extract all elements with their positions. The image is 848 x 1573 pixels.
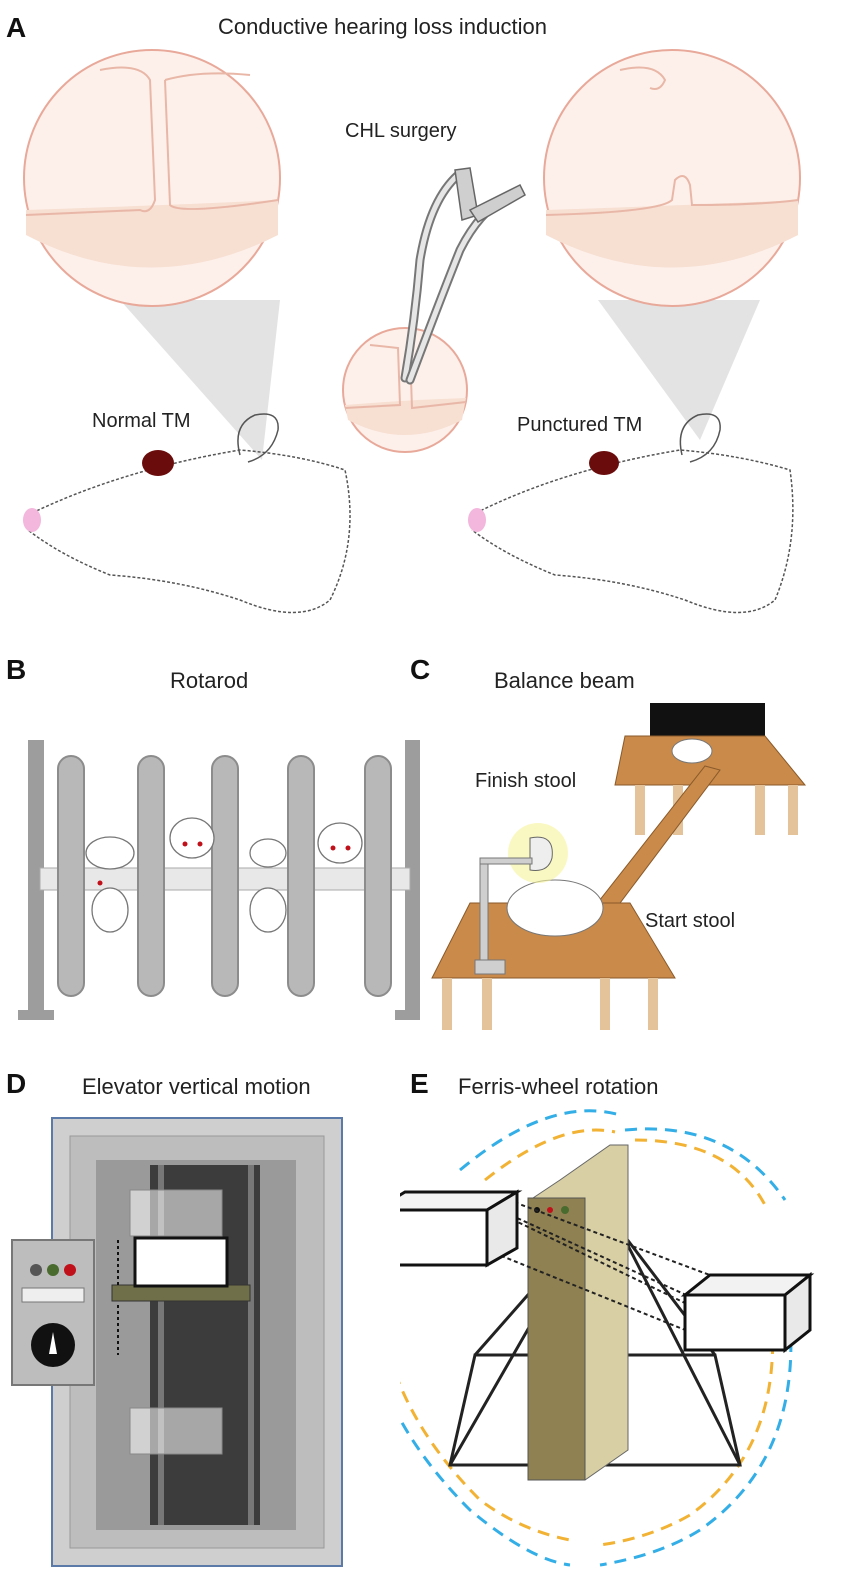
panel-a-title: Conductive hearing loss induction bbox=[218, 14, 547, 39]
panel-d-letter: D bbox=[6, 1068, 27, 1099]
rat-eye-icon bbox=[142, 450, 174, 476]
rotarod-illustration bbox=[18, 740, 420, 1020]
rotarod-post-left bbox=[28, 740, 44, 1012]
rat-eye-icon bbox=[589, 451, 619, 475]
tower-light-icon bbox=[547, 1207, 553, 1213]
panel-a-letter: A bbox=[6, 12, 27, 43]
panel-d-title: Elevator vertical motion bbox=[82, 1074, 311, 1099]
indicator-red-icon bbox=[64, 1264, 76, 1276]
right-magnifier-cone bbox=[598, 300, 760, 440]
panel-a-illustration bbox=[23, 49, 801, 614]
panel-c-letter: C bbox=[410, 654, 431, 685]
rat-nose-icon bbox=[23, 508, 41, 532]
chl-surgery-label: CHL surgery bbox=[345, 120, 457, 142]
panel-b: B Rotarod bbox=[0, 648, 420, 1038]
tower-light-icon bbox=[561, 1206, 569, 1214]
cage-icon bbox=[400, 1208, 489, 1267]
rat-on-rod-icons bbox=[85, 817, 363, 933]
rat-head-normal bbox=[27, 413, 351, 614]
rat-eye-icons bbox=[97, 841, 351, 886]
normal-tm-circle bbox=[23, 49, 281, 307]
panel-e-letter: E bbox=[410, 1068, 429, 1099]
panel-d: D Elevator vertical motion bbox=[0, 1060, 400, 1573]
start-stool-label: Start stool bbox=[645, 910, 736, 932]
finish-stool-label: Finish stool bbox=[475, 770, 577, 792]
panel-c-title: Balance beam bbox=[494, 668, 635, 693]
punctured-tm-circle bbox=[543, 49, 801, 307]
rotarod-discs bbox=[57, 755, 392, 997]
panel-b-letter: B bbox=[6, 654, 27, 685]
panel-e-title: Ferris-wheel rotation bbox=[458, 1074, 659, 1099]
finish-stool-top bbox=[614, 735, 807, 786]
cage-icon bbox=[683, 1293, 787, 1352]
forceps-icon bbox=[400, 167, 526, 385]
panel-b-title: Rotarod bbox=[170, 668, 249, 693]
ghost-cage-icons bbox=[129, 1189, 223, 1455]
rat-nose-icon bbox=[468, 508, 486, 532]
panel-c: C Balance beam Finish stool Start stool bbox=[410, 648, 848, 1038]
lamp-icon bbox=[474, 823, 568, 975]
panel-a: A Conductive hearing loss induction CHL … bbox=[0, 0, 848, 640]
rat-head-punctured bbox=[471, 413, 794, 614]
punctured-tm-label: Punctured TM bbox=[517, 414, 643, 436]
cage-icon bbox=[133, 1236, 229, 1288]
ferris-wheel-illustration bbox=[400, 1109, 815, 1567]
rat-icon bbox=[671, 738, 713, 764]
left-magnifier-cone bbox=[120, 300, 280, 460]
indicator-green-icon bbox=[47, 1264, 59, 1276]
indicator-dark-icon bbox=[30, 1264, 42, 1276]
tower-front bbox=[527, 1197, 586, 1481]
elevator-illustration bbox=[11, 1117, 343, 1567]
normal-tm-label: Normal TM bbox=[92, 410, 191, 432]
panel-e: E Ferris-wheel rotation bbox=[400, 1060, 848, 1573]
rat-icon bbox=[506, 879, 604, 937]
balance-beam-illustration bbox=[431, 703, 807, 1030]
rotarod-post-right bbox=[405, 740, 420, 1012]
